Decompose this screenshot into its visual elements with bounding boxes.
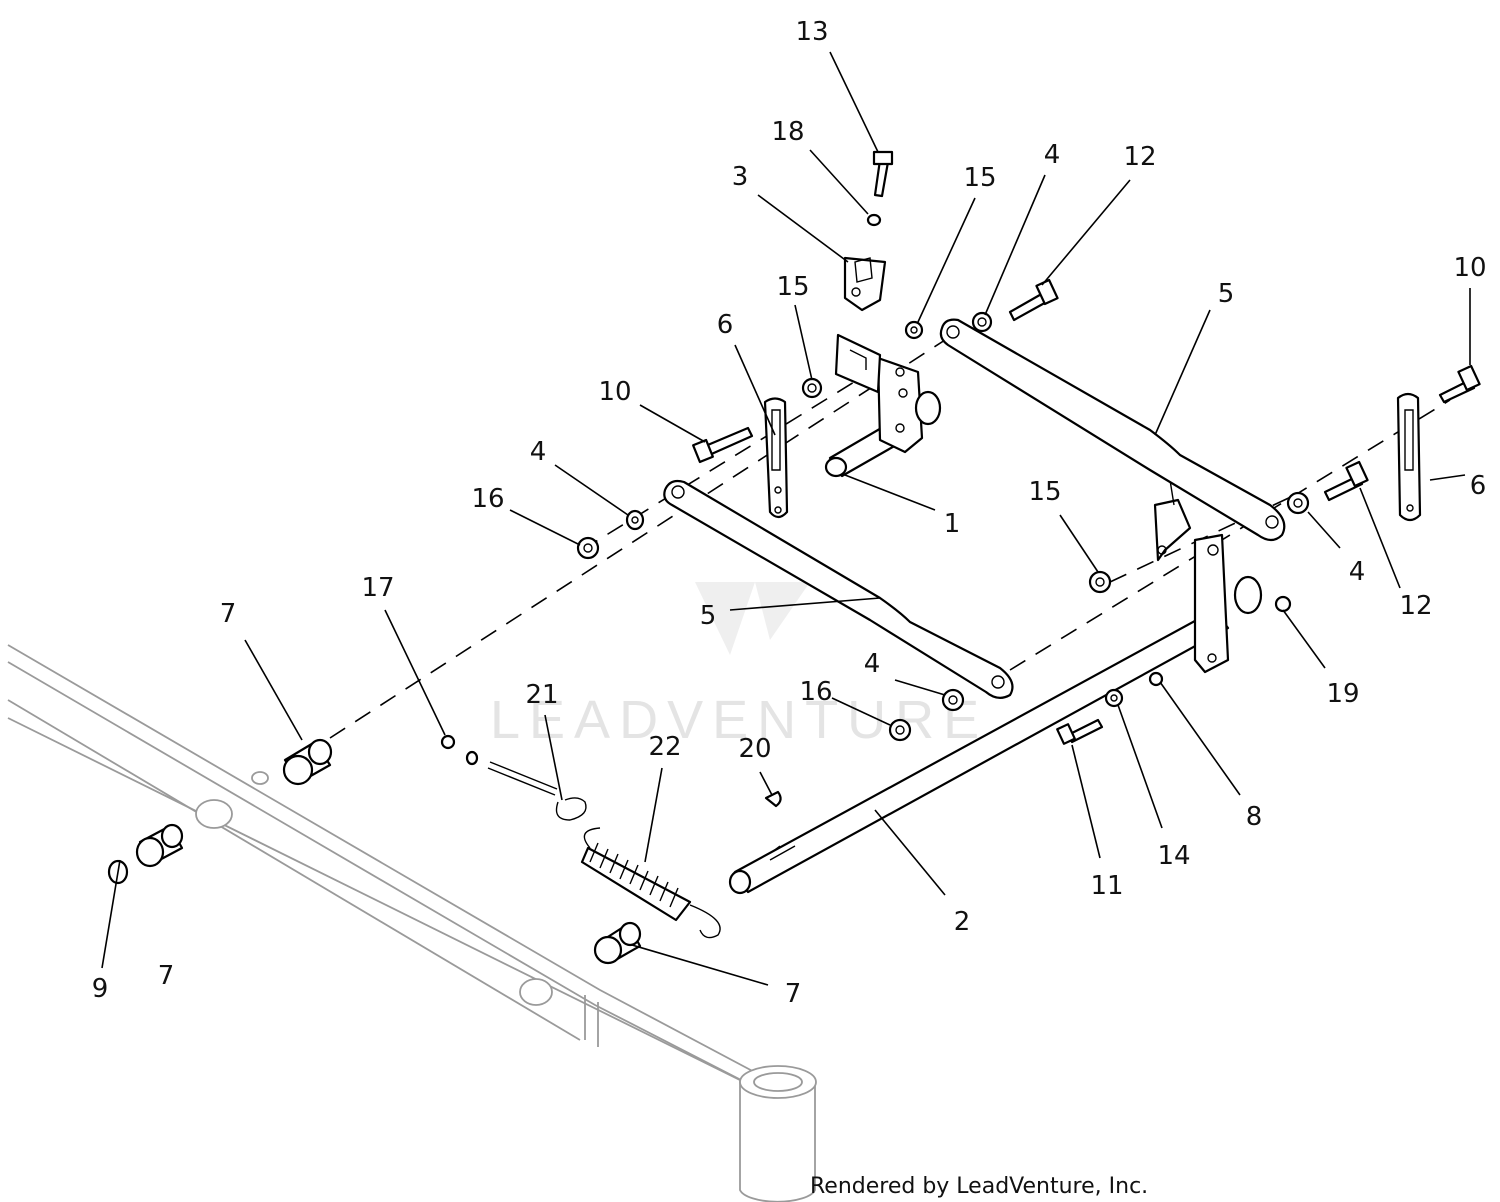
upper-lift-link xyxy=(939,318,1286,542)
callout-15: 15 xyxy=(776,272,809,302)
leader-lines xyxy=(101,51,1471,986)
spring xyxy=(555,797,721,939)
callout-7: 7 xyxy=(220,599,237,629)
callout-17: 17 xyxy=(361,573,394,603)
callout-21: 21 xyxy=(525,680,558,710)
callout-19: 19 xyxy=(1326,679,1359,709)
watermark: LEADVENTURE xyxy=(490,582,979,750)
callout-1: 1 xyxy=(944,509,961,539)
callout-10: 10 xyxy=(598,377,631,407)
front-shaft-assembly xyxy=(728,479,1263,895)
callout-5: 5 xyxy=(700,601,717,631)
rear-shaft-assembly xyxy=(824,333,942,478)
callout-6: 6 xyxy=(1470,471,1487,501)
callout-4: 4 xyxy=(1044,140,1061,170)
bushings xyxy=(107,738,642,965)
frame-rail xyxy=(7,644,817,1202)
callout-14: 14 xyxy=(1157,841,1190,871)
callout-3: 3 xyxy=(732,162,749,192)
callout-10: 10 xyxy=(1453,253,1486,283)
callout-22: 22 xyxy=(648,732,681,762)
bolts xyxy=(487,150,1481,796)
callout-5: 5 xyxy=(1218,279,1235,309)
callout-15: 15 xyxy=(1028,477,1061,507)
callout-2: 2 xyxy=(954,907,971,937)
washers-and-nuts xyxy=(440,213,1310,808)
callout-4: 4 xyxy=(1349,557,1366,587)
callout-15: 15 xyxy=(963,163,996,193)
callout-11: 11 xyxy=(1090,871,1123,901)
callout-16: 16 xyxy=(799,677,832,707)
callout-12: 12 xyxy=(1123,142,1156,172)
callout-20: 20 xyxy=(738,734,771,764)
callout-7: 7 xyxy=(158,961,175,991)
callout-16: 16 xyxy=(471,484,504,514)
callout-9: 9 xyxy=(92,974,109,1004)
callout-12: 12 xyxy=(1399,591,1432,621)
callout-18: 18 xyxy=(771,117,804,147)
slotted-links xyxy=(763,392,1422,522)
clevis xyxy=(843,256,887,312)
callout-4: 4 xyxy=(864,649,881,679)
lower-lift-link xyxy=(663,479,1014,699)
callout-13: 13 xyxy=(795,17,828,47)
callout-8: 8 xyxy=(1246,802,1263,832)
callout-7: 7 xyxy=(785,979,802,1009)
callouts: 13 18 3 15 4 12 15 6 10 5 10 4 16 1 15 6… xyxy=(92,17,1487,1009)
render-credit: Rendered by LeadVenture, Inc. xyxy=(810,1174,1148,1199)
callout-4: 4 xyxy=(530,437,547,467)
callout-6: 6 xyxy=(717,310,734,340)
